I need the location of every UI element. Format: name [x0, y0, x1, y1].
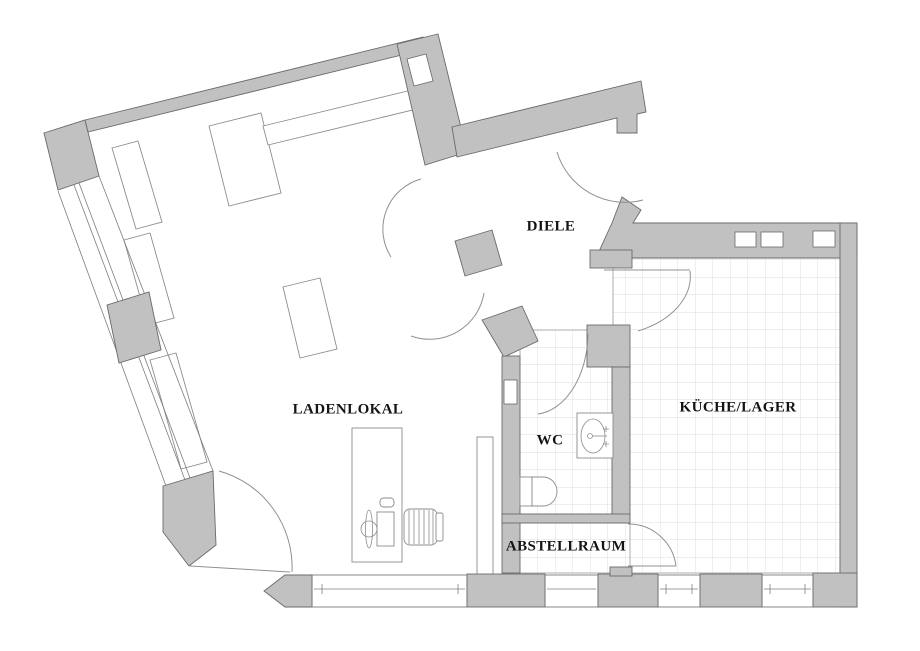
walls [43, 33, 858, 608]
kitchen-wall-vent-2 [760, 231, 784, 248]
chimney-flue-hole [406, 53, 434, 87]
wardrobe-top-wall [208, 112, 282, 207]
display-table [282, 277, 338, 359]
bottom-wall-corner [812, 572, 858, 608]
desk-lamp-base [360, 520, 378, 538]
wall-openings [406, 53, 836, 405]
toilet [519, 476, 558, 507]
chair-slats [408, 510, 434, 544]
sales-desk [351, 427, 403, 563]
passage-door-arc-upper [382, 178, 422, 258]
wc-door-arc [537, 333, 589, 415]
passage-center-pier [454, 229, 503, 277]
room-label-wc: WC [536, 432, 564, 449]
kitchen-tiled-floor [612, 257, 841, 574]
room-label-diele: DIELE [526, 218, 576, 235]
pillar-top-left [43, 119, 100, 191]
room-label-ladenlokal: LADENLOKAL [292, 401, 404, 418]
bottom-wall-door-jamb [609, 566, 633, 577]
duct-column [476, 436, 494, 576]
display-platform-3 [149, 352, 208, 470]
corner-pier-a [162, 470, 217, 567]
kitchen-east-wall [839, 222, 858, 608]
kitchen-northwest-block [589, 249, 633, 269]
ledge-top-wall [262, 87, 426, 146]
window-segment-1 [311, 574, 468, 608]
corner-pier-b [263, 574, 313, 608]
wc-kitchen-wall [611, 366, 631, 523]
kitchen-door-arc [637, 270, 691, 332]
bathroom-fixtures [519, 412, 614, 507]
diele-north-wall [451, 80, 647, 158]
corner-entrance-door-arc [218, 470, 293, 573]
glazing-inner-line [98, 175, 214, 472]
display-platform-1 [111, 140, 163, 230]
passage-door-arc-lower [410, 292, 485, 340]
wc-northeast-block [586, 324, 631, 368]
corner-entrance-door-leaf [189, 565, 291, 573]
washbasin-taps [603, 426, 609, 447]
kitchen-wall-vent-3 [812, 230, 836, 248]
window-segment-4 [761, 574, 814, 608]
glazing-outer-line [57, 190, 167, 487]
bottom-wall-segment-1 [466, 573, 546, 608]
wall-shaft-box [503, 379, 518, 405]
wc-abstellraum-wall [501, 513, 631, 524]
kitchen-north-wall [595, 196, 858, 259]
bottom-wall-segment-2 [597, 573, 659, 608]
doors [189, 151, 691, 573]
room-label-abstellraum: ABSTELLRAUM [505, 538, 627, 555]
bottom-wall-segment-3 [699, 573, 763, 608]
wc-northwest-connector [481, 305, 539, 358]
washbasin [576, 412, 614, 459]
abstellraum-door-arc [627, 523, 677, 567]
diele-entrance-door-arc [556, 151, 644, 203]
glazing-mid-pier [106, 291, 162, 364]
bottom-window-band [311, 574, 814, 608]
room-label-kueche-lager: KÜCHE/LAGER [679, 399, 797, 416]
desk-lamp [365, 509, 373, 549]
kitchen-wall-vent-1 [734, 231, 757, 248]
window-segment-3 [657, 574, 701, 608]
desk-item-small [379, 497, 395, 508]
ladenlokal-furniture [111, 87, 494, 576]
desk-item-rect [376, 511, 395, 547]
chair [403, 508, 444, 546]
window-segment-2 [544, 574, 599, 608]
chair-armrest [435, 512, 444, 542]
